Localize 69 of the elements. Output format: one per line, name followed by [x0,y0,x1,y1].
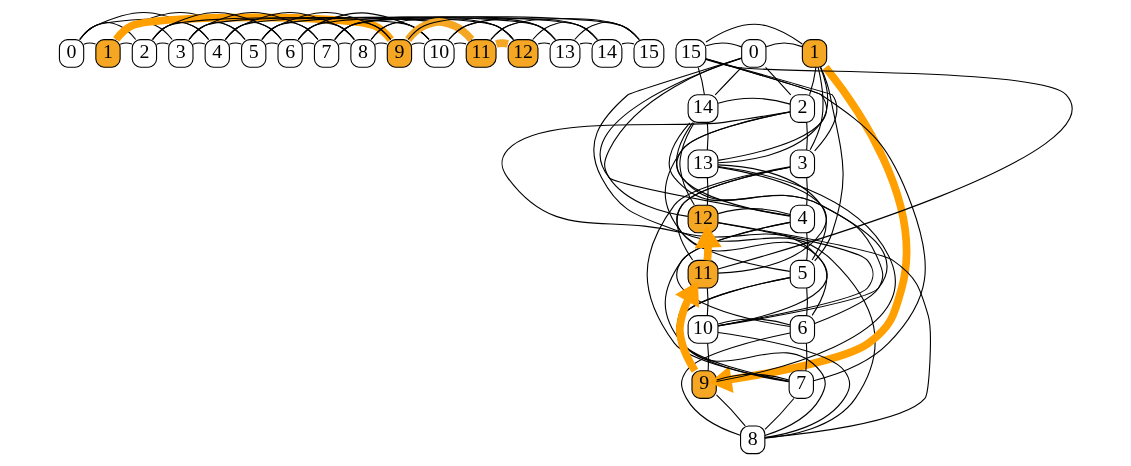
connector [188,16,472,41]
connector [804,342,807,372]
connector [697,66,705,96]
connector [705,42,742,48]
connector [705,58,827,161]
connector [805,121,808,151]
connector [374,42,387,45]
connector [621,42,634,45]
connector [805,232,808,261]
connector [717,97,791,105]
connector [765,42,803,48]
connector [224,16,514,41]
arrow [674,281,699,373]
connector [301,42,315,45]
connector [370,17,514,41]
connector [500,111,827,316]
connector [151,17,429,41]
connector [489,17,640,41]
connector [337,42,351,45]
connector [706,342,709,372]
connector [717,222,874,327]
connector [407,17,556,41]
connector [228,42,242,45]
connector [599,57,791,217]
connector [264,42,278,45]
connector [260,16,556,41]
connector [715,165,896,382]
connector [715,373,790,381]
connector [664,221,826,436]
connector [404,18,474,43]
connector [813,66,844,262]
connector [678,121,695,206]
connector [706,287,709,317]
connector [764,397,794,430]
connector [714,66,742,96]
connector [680,332,790,436]
connector [805,177,808,206]
connector [579,42,592,45]
connector [717,208,791,216]
connector [715,394,746,427]
connector [646,166,791,382]
connector [592,57,876,439]
connector [805,287,808,317]
connector [537,42,550,45]
connector [717,318,791,326]
connector [704,58,837,152]
connector [717,222,931,439]
connector [717,66,828,164]
connector [192,42,205,45]
connector [573,21,640,41]
connector [664,111,827,327]
connector [808,66,816,96]
connector [706,177,709,206]
connector [706,121,709,151]
connector [531,21,598,41]
connector [155,42,169,45]
connector [717,331,850,438]
connector [82,42,96,45]
connector [453,42,467,45]
connector [447,17,598,41]
connector [809,67,823,151]
connector [410,42,425,46]
connector [119,42,132,45]
connector [704,23,803,45]
connector [297,16,598,41]
connector [333,16,640,41]
connector [494,39,509,48]
connector [764,66,791,96]
connector [603,57,742,217]
